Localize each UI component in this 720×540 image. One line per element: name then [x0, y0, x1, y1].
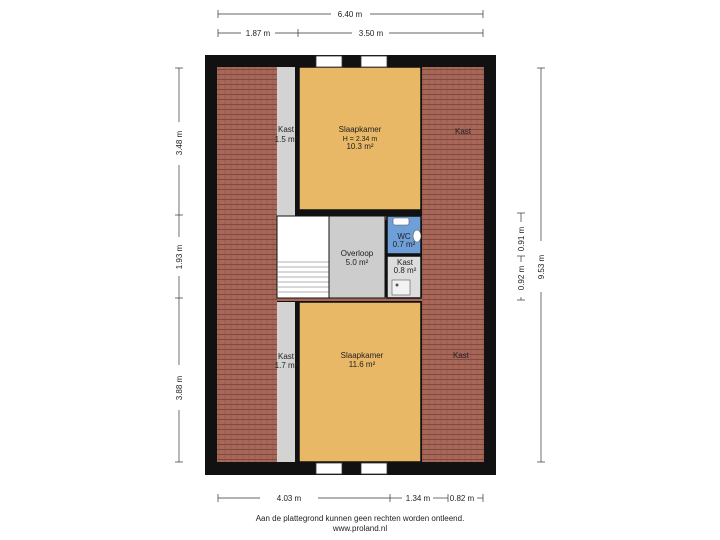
roof-slope-right — [422, 67, 484, 462]
roof-band-bottom — [277, 297, 422, 301]
overloop-area-label: 5.0 m² — [346, 258, 369, 267]
slaapkamer-bottom-area — [298, 301, 422, 463]
overloop-name: Overloop — [341, 249, 374, 258]
kast-top-left-name: Kast — [278, 125, 295, 134]
stairs — [277, 261, 329, 293]
footer-website: www.proland.nl — [332, 524, 388, 533]
dim-top-right: 3.50 m — [359, 29, 384, 38]
window-top-left — [315, 55, 343, 68]
dim-right-total: 9.53 m — [537, 254, 546, 279]
window-bottom-right — [360, 462, 388, 475]
slaapkamer-bottom-area-label: 11.6 m² — [349, 360, 376, 369]
slaapkamer-bottom-name: Slaapkamer — [341, 351, 384, 360]
slaapkamer-top-area-label: 10.3 m² — [346, 142, 373, 151]
dim-top-total: 6.40 m — [338, 10, 363, 19]
wc-area-label: 0.7 m² — [393, 240, 416, 249]
dim-left-mid: 1.93 m — [175, 244, 184, 269]
dim-left-top: 3.48 m — [175, 130, 184, 155]
slaapkamer-top-area — [298, 66, 422, 211]
dim-bottom-b: 1.34 m — [406, 494, 431, 503]
kast-bottom-right-name: Kast — [453, 351, 470, 360]
dim-top-left: 1.87 m — [246, 29, 271, 38]
roof-slope-left — [217, 67, 277, 462]
dim-bottom-a: 4.03 m — [277, 494, 302, 503]
toilet-icon — [412, 229, 422, 243]
sink-icon — [392, 217, 410, 226]
kast-bottom-left-area — [277, 302, 295, 462]
dim-right-inner-a: 0.92 m — [517, 265, 526, 290]
footer-disclaimer: Aan de plattegrond kunnen geen rechten w… — [255, 514, 465, 523]
window-bottom-left — [315, 462, 343, 475]
dim-left-bottom: 3.88 m — [175, 375, 184, 400]
boiler-knob-icon — [395, 283, 399, 287]
kast-mid-name: Kast — [397, 258, 414, 267]
dim-right-inner-b: 0.91 m — [517, 226, 526, 251]
boiler-icon — [391, 279, 411, 296]
window-top-right — [360, 55, 388, 68]
dimension-lines — [175, 10, 545, 502]
kast-top-right-name: Kast — [455, 127, 472, 136]
kast-top-left-area-label: 1.5 m² — [275, 135, 298, 144]
kast-top-left-area — [277, 67, 295, 216]
stairwell — [276, 215, 330, 299]
overloop-area — [328, 215, 386, 299]
kast-bottom-left-name: Kast — [278, 352, 295, 361]
wc-name: WC — [397, 232, 411, 241]
kast-mid-area-label: 0.8 m² — [394, 266, 417, 275]
dim-bottom-c: 0.82 m — [450, 494, 475, 503]
kast-bottom-left-area-label: 1.7 m² — [275, 361, 298, 370]
slaapkamer-top-height: H = 2.34 m — [343, 136, 378, 143]
slaapkamer-top-name: Slaapkamer — [339, 125, 382, 134]
